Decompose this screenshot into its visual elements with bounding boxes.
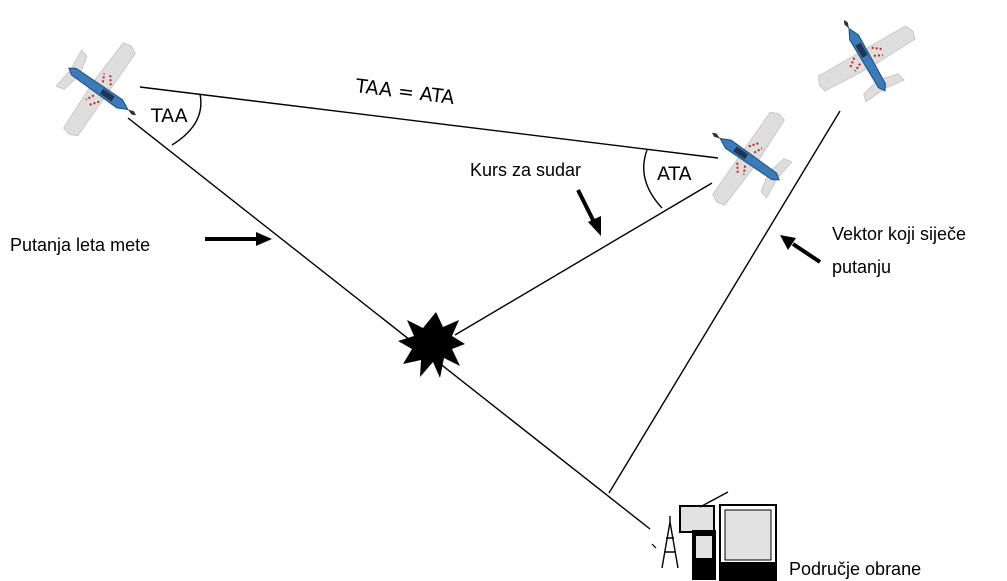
flight-path-arrow [205,232,272,246]
collision-course-line [454,182,713,336]
defense-area-label: Područje obrane [789,559,921,579]
ata-angle-arc [643,149,663,209]
target-flight-path-label: Putanja leta mete [10,235,150,255]
taa-angle-label: TAA [150,105,188,127]
taa-equals-ata-label: TAA = ATA [353,75,455,109]
target-aircraft-icon [36,22,169,161]
radar-building-icon [651,491,777,581]
explosion-icon [398,312,465,378]
ata-angle-label: ATA [657,163,692,185]
intercept-vector-arrow [780,235,822,264]
target-flight-path-line [127,117,651,530]
collision-course-label: Kurs za sudar [470,160,581,180]
intercept-vector-line [608,110,841,494]
taa-ata-line [139,86,719,159]
intercept-vector-label-line1: Vektor koji siječe [832,224,966,244]
collision-course-arrow [576,189,601,236]
intercept-vector-aircraft-icon [796,0,933,119]
taa-angle-arc [171,93,202,146]
intercept-vector-label-line2: putanju [832,257,891,277]
